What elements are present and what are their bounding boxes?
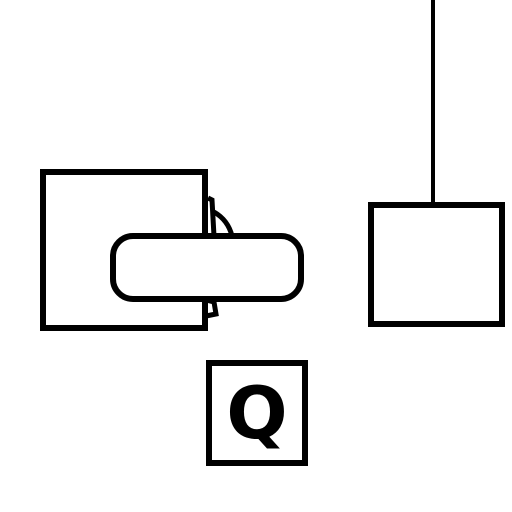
pill-overlay[interactable] <box>110 233 304 302</box>
key-box[interactable] <box>206 360 308 466</box>
right-box-hanging[interactable] <box>368 202 505 327</box>
